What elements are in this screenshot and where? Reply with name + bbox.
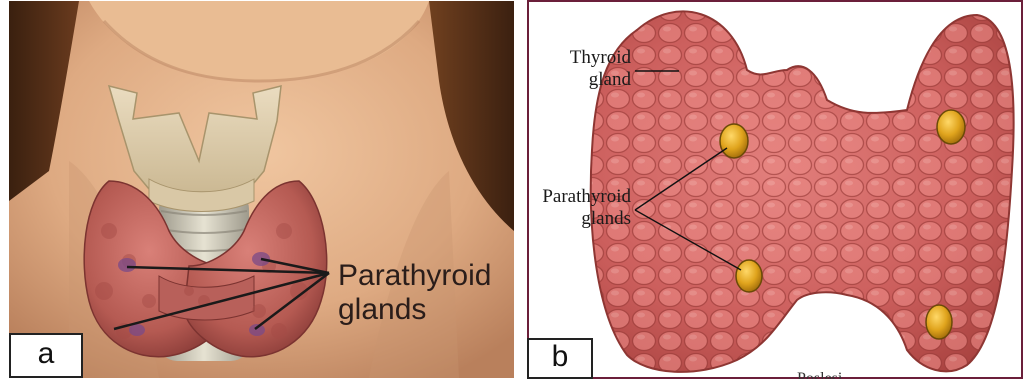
- neck-illustration: [9, 1, 514, 378]
- parathyroid-label-line2: glands: [527, 208, 631, 230]
- parathyroid-gland: [249, 324, 265, 336]
- panel-a: Parathyroid glands a: [9, 1, 514, 378]
- thyroid-label-line1: Thyroid: [557, 47, 631, 69]
- parathyroid-gland: [118, 258, 136, 272]
- parathyroid-label-line2: glands: [338, 293, 426, 327]
- thyroid-label-line2: gland: [557, 69, 631, 91]
- parathyroid-label-line1: Parathyroid: [338, 259, 491, 293]
- parathyroid-gland: [720, 124, 748, 158]
- parathyroid-gland: [937, 110, 965, 144]
- truncated-bottom-label: Poslesi...: [797, 368, 877, 379]
- panel-letter-a: a: [9, 333, 83, 378]
- parathyroid-gland: [129, 324, 145, 336]
- panel-letter-b: b: [527, 338, 593, 379]
- parathyroid-gland: [926, 305, 952, 339]
- parathyroid-label-line1: Parathyroid: [527, 186, 631, 208]
- panel-b: Thyroid gland Parathyroid glands Poslesi…: [527, 0, 1023, 379]
- parathyroid-gland: [736, 260, 762, 292]
